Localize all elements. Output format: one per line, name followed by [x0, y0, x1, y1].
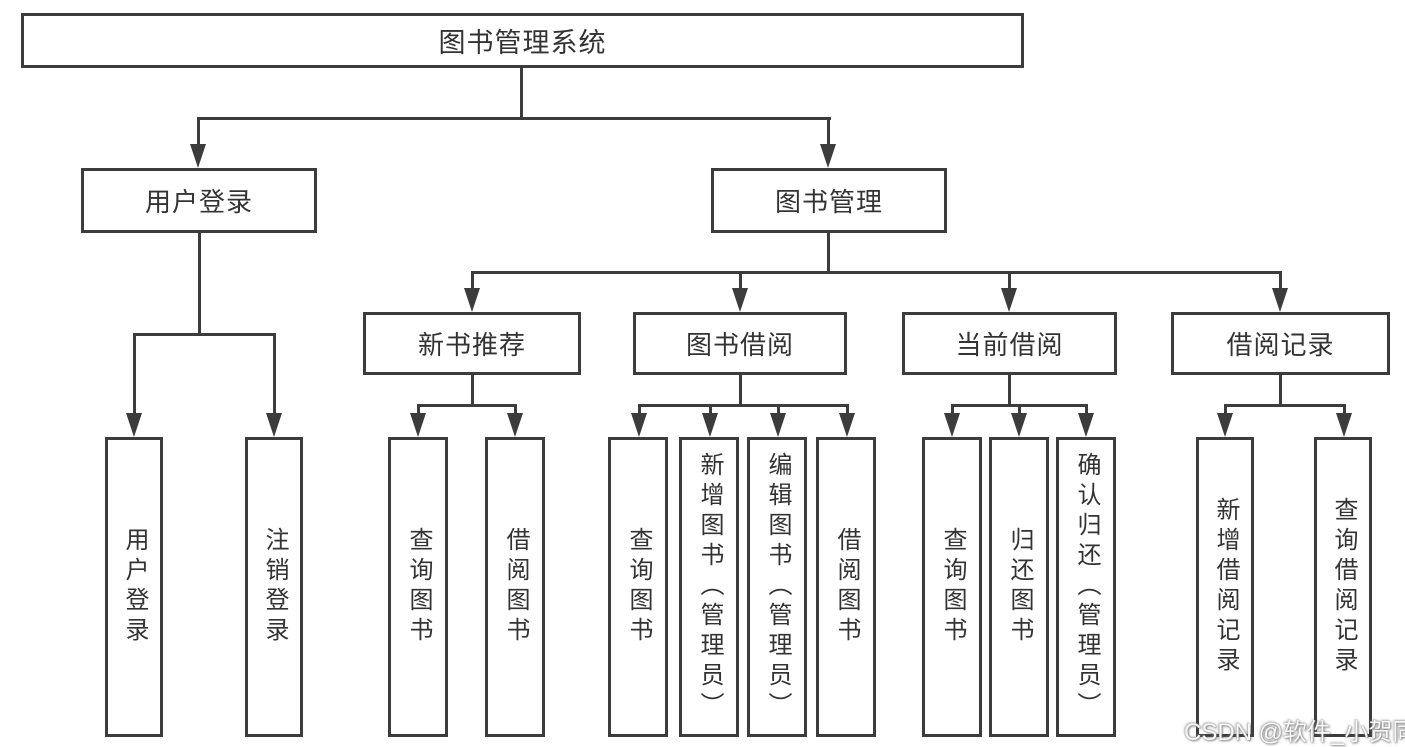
arrowhead-down-icon	[1336, 413, 1352, 437]
node-label: 归还图书	[1006, 527, 1033, 647]
leaf-borrow-books-recommend: 借阅图书	[485, 437, 545, 737]
node-label: 借阅图书	[833, 527, 860, 647]
connector-leaf-stem	[951, 404, 954, 416]
connector-root-stem	[520, 68, 523, 119]
node-current-borrowing: 当前借阅	[902, 312, 1117, 375]
node-label: 用户登录	[121, 527, 148, 647]
node-label: 当前借阅	[955, 330, 1064, 360]
leaf-query-books-current: 查询图书	[922, 437, 982, 737]
arrowhead-down-icon	[1001, 288, 1017, 312]
node-label: 借阅记录	[1226, 330, 1335, 360]
node-label: 图书管理	[774, 187, 883, 217]
node-label: 查询图书	[625, 527, 652, 647]
connector-book-mgmt-stem	[827, 117, 830, 148]
connector-leaf-stem	[709, 404, 712, 416]
connector-recommend-bus	[417, 404, 517, 407]
node-label: 用户登录	[144, 187, 253, 217]
node-label: 编辑图书（管理员）	[764, 452, 791, 722]
connector-level3-stem	[1279, 271, 1282, 290]
leaf-logout: 注销登录	[245, 437, 303, 737]
connector-leaf-stem	[273, 333, 276, 415]
arrowhead-down-icon	[126, 413, 142, 437]
leaf-add-books-admin: 新增图书（管理员）	[679, 437, 739, 737]
arrowhead-down-icon	[507, 413, 523, 437]
connector-leaf-stem	[1085, 404, 1088, 416]
arrowhead-down-icon	[1272, 288, 1288, 312]
arrowhead-down-icon	[820, 144, 836, 168]
connector-user-login-stem	[197, 117, 200, 148]
connector-current-down	[1008, 375, 1011, 406]
node-new-book-recommend: 新书推荐	[363, 312, 581, 375]
connector-records-down	[1279, 375, 1282, 406]
node-label: 查询图书	[405, 527, 432, 647]
connector-leaf-stem	[1018, 404, 1021, 416]
node-book-management: 图书管理	[711, 168, 947, 233]
node-label: 新书推荐	[417, 330, 526, 360]
node-label: 注销登录	[261, 527, 288, 647]
node-borrowing-records: 借阅记录	[1171, 312, 1390, 375]
connector-leaf-stem	[638, 404, 641, 416]
csdn-watermark: CSDN @软件_小贺同学	[1184, 719, 1405, 746]
arrowhead-down-icon	[631, 413, 647, 437]
connector-user-login-down	[198, 233, 201, 335]
node-user-login: 用户登录	[81, 168, 317, 233]
arrowhead-down-icon	[732, 288, 748, 312]
leaf-query-books-borrowing: 查询图书	[608, 437, 668, 737]
leaf-return-books: 归还图书	[989, 437, 1049, 737]
connector-level3-stem	[739, 271, 742, 290]
node-label: 新增图书（管理员）	[696, 452, 723, 722]
leaf-user-login: 用户登录	[105, 437, 163, 737]
node-label: 新增借阅记录	[1212, 497, 1239, 677]
connector-borrowing-down	[739, 375, 742, 406]
connector-leaf-stem	[514, 404, 517, 416]
arrowhead-down-icon	[410, 413, 426, 437]
connector-recommend-down	[471, 375, 474, 406]
connector-book-mgmt-down	[827, 233, 830, 273]
connector-leaf-stem	[1343, 404, 1346, 416]
connector-leaf-stem	[777, 404, 780, 416]
leaf-add-borrow-record: 新增借阅记录	[1196, 437, 1254, 737]
connector-leaf-stem	[1224, 404, 1227, 416]
arrowhead-down-icon	[1217, 413, 1233, 437]
node-label: 查询借阅记录	[1330, 497, 1357, 677]
arrowhead-down-icon	[190, 144, 206, 168]
arrowhead-down-icon	[266, 413, 282, 437]
connector-records-bus	[1224, 404, 1346, 407]
arrowhead-down-icon	[464, 288, 480, 312]
connector-level2-bus	[197, 117, 831, 120]
arrowhead-down-icon	[1078, 413, 1094, 437]
connector-leaf-stem	[846, 404, 849, 416]
connector-user-login-bus	[133, 333, 276, 336]
connector-leaf-stem	[417, 404, 420, 416]
connector-leaf-stem	[133, 333, 136, 415]
leaf-query-books-recommend: 查询图书	[388, 437, 448, 737]
node-label: 查询图书	[939, 527, 966, 647]
leaf-query-borrow-record: 查询借阅记录	[1314, 437, 1372, 737]
node-library-management-system: 图书管理系统	[21, 13, 1024, 68]
connector-level3-bus	[471, 271, 1282, 274]
node-label: 确认归还（管理员）	[1073, 452, 1100, 722]
arrowhead-down-icon	[770, 413, 786, 437]
leaf-confirm-return-admin: 确认归还（管理员）	[1056, 437, 1116, 737]
arrowhead-down-icon	[944, 413, 960, 437]
arrowhead-down-icon	[702, 413, 718, 437]
node-label: 借阅图书	[502, 527, 529, 647]
leaf-borrow-books-borrowing: 借阅图书	[816, 437, 876, 737]
node-label: 图书管理系统	[438, 28, 607, 58]
node-book-borrowing: 图书借阅	[633, 312, 847, 375]
node-label: 图书借阅	[685, 330, 794, 360]
leaf-edit-books-admin: 编辑图书（管理员）	[747, 437, 807, 737]
connector-borrowing-bus	[638, 404, 849, 407]
arrowhead-down-icon	[1011, 413, 1027, 437]
connector-level3-stem	[471, 271, 474, 290]
arrowhead-down-icon	[839, 413, 855, 437]
connector-level3-stem	[1008, 271, 1011, 290]
